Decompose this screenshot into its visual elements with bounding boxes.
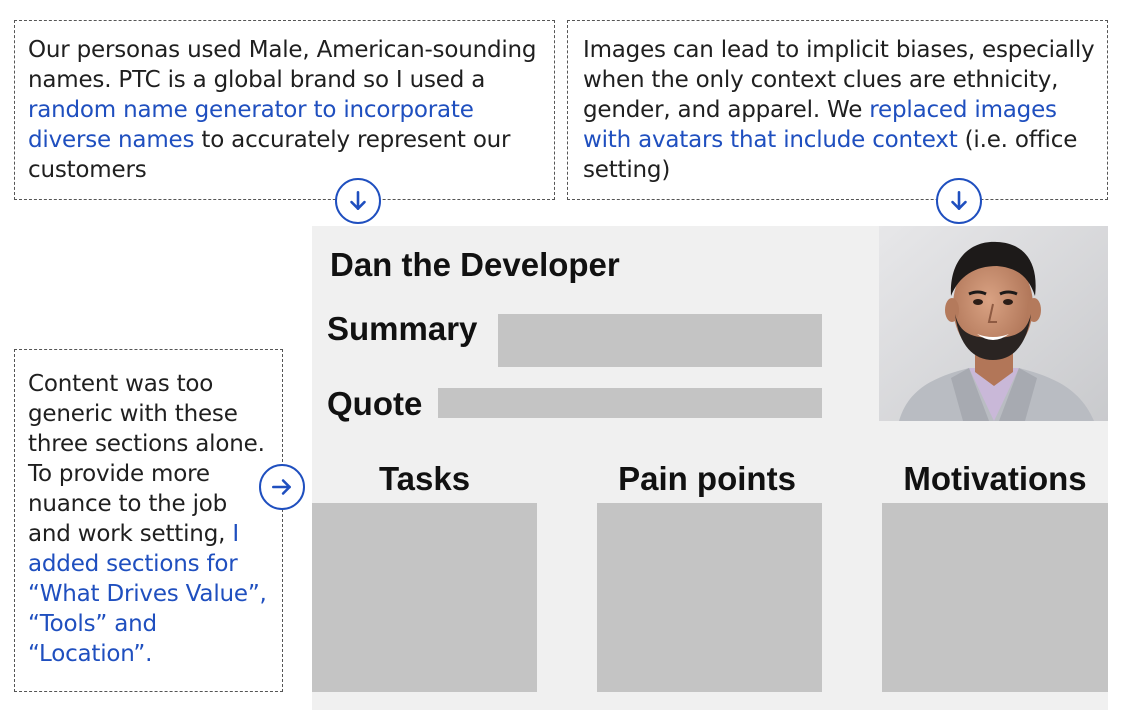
annotation-names: Our personas used Male, American-soundin… — [14, 20, 555, 200]
summary-placeholder — [498, 314, 822, 367]
annotation-images-highlight: replaced images with avatars that includ… — [583, 97, 1057, 153]
persona-photo — [879, 226, 1108, 421]
arrow-down-circle-icon — [936, 178, 982, 224]
persona-card: Dan the Developer Summary Quote Tasks Pa… — [312, 226, 1108, 710]
quote-placeholder — [438, 388, 822, 418]
column-heading-pain-points: Pain points — [618, 460, 796, 497]
annotation-images: Images can lead to implicit biases, espe… — [567, 20, 1108, 200]
annotation-content-text: Content was too generic with these three… — [28, 371, 265, 547]
annotation-names-text-end: to accurately represent our customers — [28, 127, 511, 183]
column-heading-motivations: Motivations — [903, 460, 1087, 497]
annotation-images-text: Images can lead to implicit biases, espe… — [583, 37, 1095, 123]
tasks-placeholder — [312, 503, 537, 692]
annotation-images-text-end: (i.e. office setting) — [583, 127, 1078, 183]
annotation-content: Content was too generic with these three… — [14, 349, 283, 692]
arrow-right-circle-icon — [259, 464, 305, 510]
motivations-placeholder — [882, 503, 1108, 692]
pain-points-placeholder — [597, 503, 822, 692]
persona-name: Dan the Developer — [330, 246, 620, 283]
quote-label: Quote — [327, 385, 423, 422]
annotation-content-highlight: I added sections for “What Drives Value”… — [28, 521, 267, 667]
summary-label: Summary — [327, 310, 478, 347]
arrow-down-circle-icon — [335, 178, 381, 224]
column-heading-tasks: Tasks — [378, 460, 471, 497]
annotation-names-text: Our personas used Male, American-soundin… — [28, 37, 537, 93]
annotation-names-highlight: random name generator to incorporate div… — [28, 97, 474, 153]
